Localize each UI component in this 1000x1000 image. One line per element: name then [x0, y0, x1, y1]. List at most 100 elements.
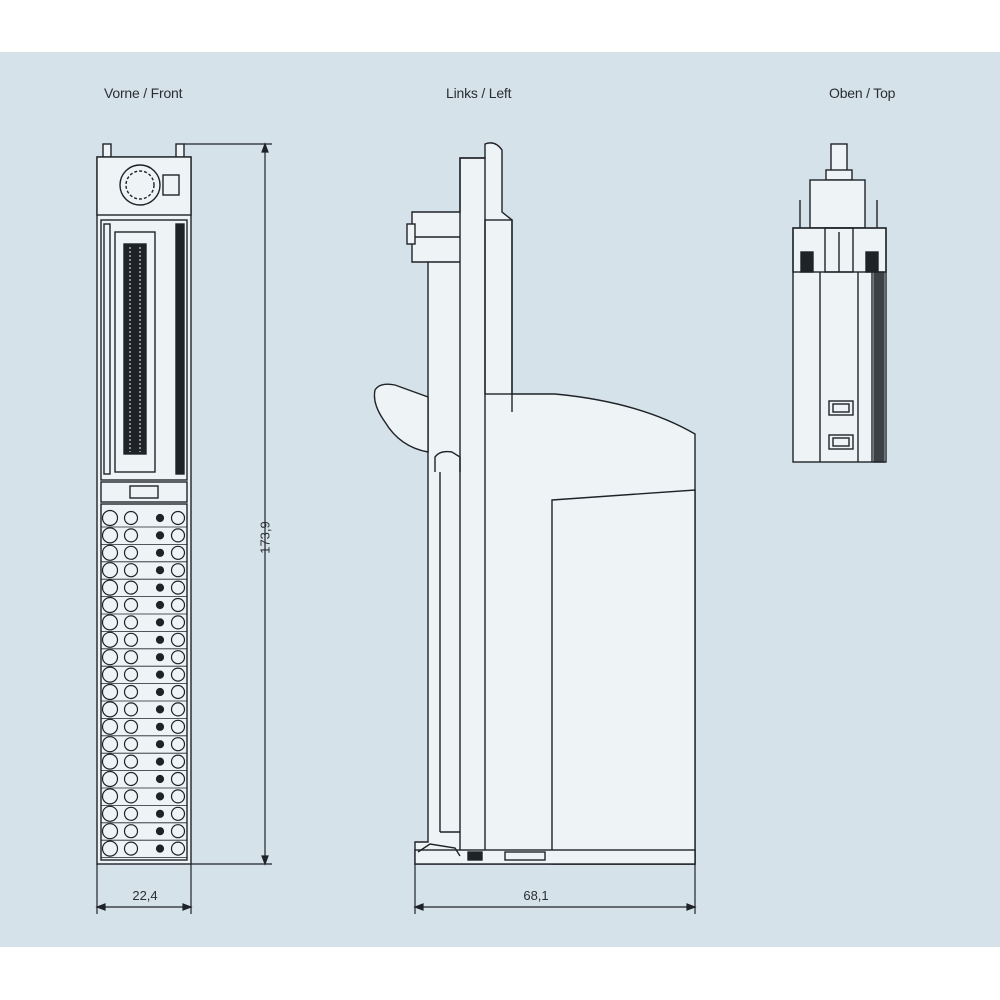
terminal-contact — [170, 841, 186, 856]
terminal-contact — [155, 705, 165, 714]
terminal-contact — [101, 701, 119, 718]
terminal-contact — [170, 563, 186, 578]
left-view-label: Links / Left — [446, 85, 512, 101]
terminal-contact — [101, 805, 119, 822]
terminal-contact — [123, 754, 139, 769]
left-view — [373, 142, 696, 865]
terminal-contact — [155, 774, 165, 784]
terminal-contact — [170, 528, 186, 543]
top-window-2 — [828, 434, 854, 450]
terminal-contact — [155, 531, 165, 540]
terminal-contact — [170, 754, 186, 769]
front-width-label: 22,4 — [132, 888, 158, 903]
terminal-contact — [101, 666, 119, 683]
terminal-contact — [123, 650, 139, 665]
terminal-contact — [101, 683, 119, 701]
terminal-contact — [123, 824, 139, 839]
height-dimension — [184, 142, 272, 866]
terminal-contact — [155, 566, 165, 575]
terminal-contact — [155, 757, 165, 766]
left-release-lever — [373, 383, 429, 453]
terminal-contact — [101, 788, 119, 805]
front-side-rail-left — [103, 223, 111, 475]
terminal-contact — [170, 824, 186, 839]
terminal-contact — [123, 597, 139, 613]
front-side-rail — [175, 223, 185, 475]
front-connector-outer — [114, 231, 156, 473]
terminal-contact — [155, 740, 165, 749]
terminal-contact — [123, 789, 139, 804]
terminal-contact — [123, 719, 139, 734]
terminal-contact — [101, 823, 119, 840]
top-upper-block — [809, 179, 866, 229]
front-top-tab-left — [102, 143, 112, 159]
terminal-contact — [155, 670, 165, 679]
terminal-contact — [170, 719, 186, 734]
terminal-contact — [170, 806, 186, 821]
depth-label: 68,1 — [523, 888, 549, 903]
terminal-contact — [123, 510, 139, 526]
terminal-contact — [101, 736, 119, 753]
terminal-contact — [170, 771, 186, 787]
drawing-canvas: Vorne / Front Links / Left Oben / Top 17… — [0, 52, 1000, 947]
front-knob-latch — [162, 174, 180, 196]
terminal-contact — [101, 579, 119, 596]
terminal-contact — [155, 827, 165, 836]
front-connector-pins — [123, 243, 147, 455]
terminal-contact — [101, 770, 119, 788]
top-window-1 — [828, 400, 854, 416]
terminal-contact — [123, 563, 139, 578]
terminal-contact — [155, 618, 165, 627]
terminal-contact — [170, 615, 186, 630]
terminal-contact — [101, 544, 119, 561]
top-view — [792, 143, 887, 463]
terminal-contact — [123, 806, 139, 821]
terminal-contact — [170, 545, 186, 560]
technical-drawing — [0, 52, 1000, 947]
terminal-contact — [155, 809, 165, 818]
terminal-contact — [155, 844, 165, 853]
top-view-label: Oben / Top — [829, 85, 896, 101]
terminal-contact — [123, 737, 139, 752]
terminal-contact — [101, 596, 119, 614]
front-view — [96, 143, 192, 865]
terminal-contact — [123, 684, 139, 700]
terminal-contact — [101, 631, 119, 648]
terminal-contact — [155, 792, 165, 801]
terminal-contact — [170, 789, 186, 804]
terminal-contact — [101, 840, 119, 857]
terminal-contact — [123, 632, 139, 647]
left-front-panel — [551, 489, 696, 865]
terminal-contact — [170, 667, 186, 682]
front-knob-ring — [125, 170, 155, 200]
terminal-contact — [101, 649, 119, 666]
front-top-tab-right — [175, 143, 185, 159]
terminal-contact — [101, 509, 119, 527]
depth-dimension — [413, 864, 697, 914]
terminal-contact — [123, 667, 139, 682]
terminal-contact — [170, 684, 186, 700]
terminal-contact — [123, 615, 139, 630]
height-dimension-label: 173,9 — [257, 521, 273, 554]
terminal-contact — [155, 600, 165, 610]
terminal-contact — [123, 771, 139, 787]
terminal-contact — [155, 635, 165, 644]
terminal-contact — [170, 510, 186, 526]
terminal-contact — [155, 583, 165, 592]
terminal-contact — [155, 653, 165, 662]
terminal-contact — [170, 597, 186, 613]
terminal-contact — [101, 527, 119, 544]
front-terminals — [101, 509, 187, 858]
terminal-contact — [123, 528, 139, 543]
terminal-contact — [101, 562, 119, 579]
terminal-contact — [155, 722, 165, 731]
terminal-contact — [123, 841, 139, 856]
terminal-contact — [170, 580, 186, 595]
terminal-contact — [170, 650, 186, 665]
front-width-dimension — [95, 864, 193, 914]
terminal-contact — [155, 687, 165, 697]
terminal-contact — [101, 614, 119, 631]
terminal-contact — [170, 702, 186, 717]
front-divider — [100, 481, 188, 503]
terminal-contact — [155, 548, 165, 557]
